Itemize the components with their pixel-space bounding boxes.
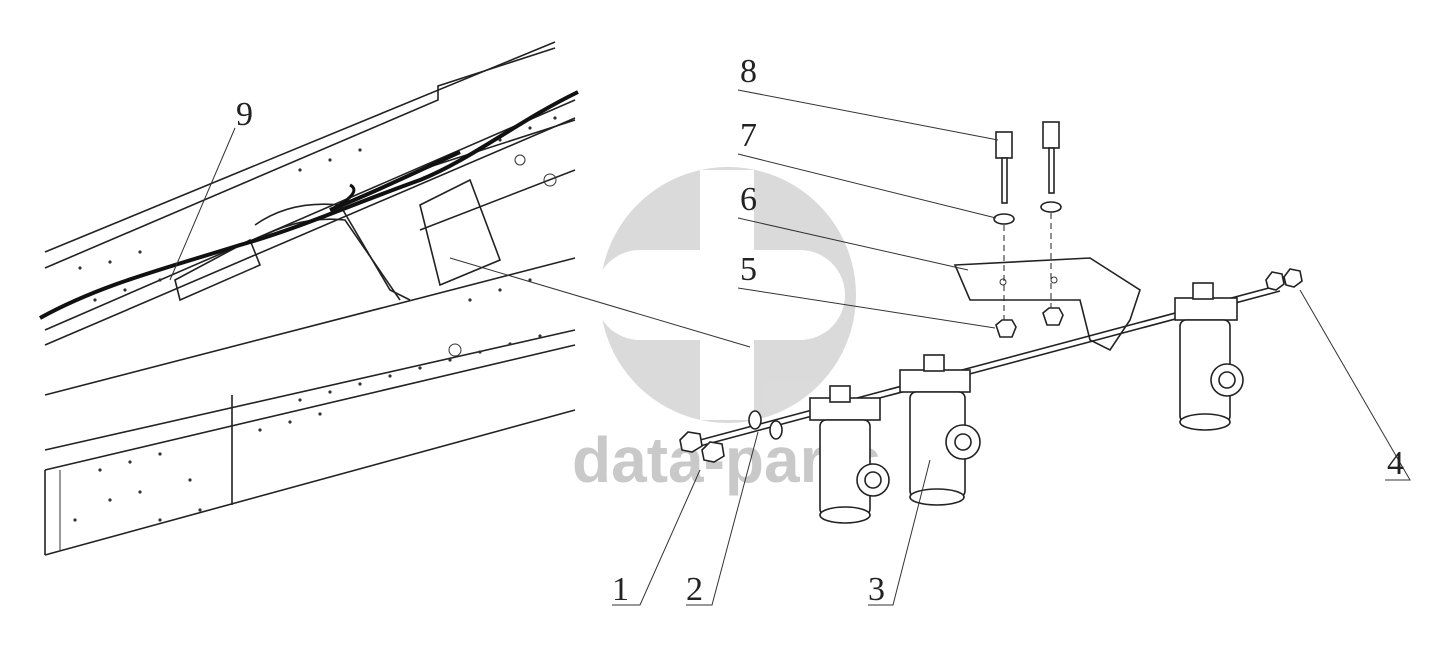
watermark-logo [595,167,856,423]
callout-8: 8 [740,53,757,90]
callout-7: 7 [740,117,757,154]
valve-assembly [679,121,1303,524]
callout-leaders [169,89,1411,606]
callout-3: 3 [868,571,885,608]
callout-2: 2 [686,571,703,608]
callout-5: 5 [740,251,757,288]
callout-6: 6 [740,181,757,218]
callout-9: 9 [236,96,253,133]
callout-1: 1 [612,571,629,608]
chassis-frame-view [39,41,579,556]
detail-leader-line [449,257,751,348]
callout-4: 4 [1387,445,1404,482]
